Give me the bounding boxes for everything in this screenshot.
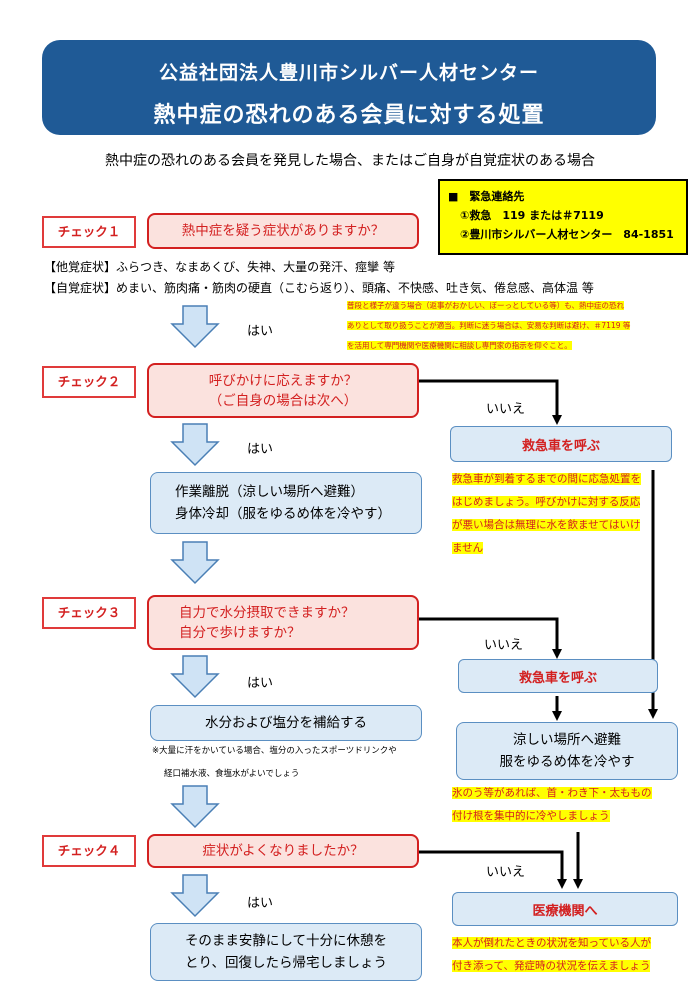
check1-question: 熱中症を疑う症状がありますか？ [147,213,419,249]
no-connector-4 [419,850,567,889]
down-arrow-icon [170,423,220,467]
check3-action-text: 水分および塩分を補給する [205,715,367,731]
medical-note-line: 本人が倒れたときの状況を知っている人が [452,937,651,949]
emergency-line-2: ②豊川市シルバー人材センター 84-1851 [460,228,674,241]
no-connector-2 [419,379,562,425]
check1-note-line: 普段と様子が違う場合（返事がおかしい、ぼーっとしている等）も、熱中症の恐れ [347,301,625,310]
check2-note-line: が悪い場合は無理に水を飲ませてはいけ [452,519,641,531]
emergency-line-1: ①救急 119 または＃7119 [460,209,604,222]
check3-question-line1: 自力で水分摂取できますか？ [179,604,355,621]
cool-down-line2: 服をゆるめ体を冷やす [499,754,635,770]
emergency-contact-box: ■ 緊急連絡先 ①救急 119 または＃7119 ②豊川市シルバー人材センター … [438,179,688,255]
cool-note-line: 付け根を集中的に冷やしましょう [452,810,610,822]
down-arrow-icon [170,305,220,349]
cool-down-line1: 涼しい場所へ避難 [513,732,621,748]
check2-label: チェック２ [42,366,136,398]
medical-note: 本人が倒れたときの状況を知っている人が 付き添って、発症時の状況を伝えましょう [452,932,651,978]
down-arrow-icon [170,541,220,585]
down-arrow-icon [170,655,220,699]
check1-note-line: ありとして取り扱うことが適当。判断に迷う場合は、安易な判断は避け、＃7119 等 [347,321,631,330]
check4-question: 症状がよくなりましたか？ [147,834,419,868]
check3-action-box: 水分および塩分を補給する [150,705,422,741]
check3-no: いいえ [484,638,524,653]
medical-note-line: 付き添って、発症時の状況を伝えましょう [452,960,651,972]
check2-ambulance-box: 救急車を呼ぶ [450,426,672,462]
check1-symptoms-self: 【自覚症状】めまい、筋肉痛・筋肉の硬直（こむら返り）、頭痛、不快感、吐き気、倦怠… [44,281,594,295]
check2-note-line: ません [452,542,484,554]
check4-no: いいえ [486,865,526,880]
check2-ambulance-note: 救急車が到着するまでの間に応急処置を はじめましょう。呼びかけに対する反応 が悪… [452,468,641,560]
check3-note-line2: 経口補水液、食塩水がよいでしょう [164,769,300,779]
check2-question: 呼びかけに応えますか？ （ご自身の場合は次へ） [147,363,419,418]
check2-yes: はい [247,442,274,457]
check2-action-line1: 作業離脱（涼しい場所へ避難） [175,484,364,500]
medical-box: 医療機関へ [452,892,678,926]
cool-down-box: 涼しい場所へ避難 服をゆるめ体を冷やす [456,722,678,780]
cool-down-note: 氷のう等があれば、首・わき下・太ももの 付け根を集中的に冷やしましょう [452,782,652,828]
cool-note-line: 氷のう等があれば、首・わき下・太ももの [452,787,652,799]
check1-symptoms-other: 【他覚症状】ふらつき、なまあくび、失神、大量の発汗、痙攣 等 [44,260,395,274]
check3-yes: はい [247,676,274,691]
check3-ambulance-text: 救急車を呼ぶ [518,670,597,686]
page-subtitle: 熱中症の恐れのある会員を発見した場合、またはご自身が自覚症状のある場合 [105,153,595,169]
check2-action-box: 作業離脱（涼しい場所へ避難） 身体冷却（服をゆるめ体を冷やす） [150,472,422,534]
check3-question: 自力で水分摂取できますか？ 自分で歩けますか？ [147,595,419,650]
check2-question-line2: （ご自身の場合は次へ） [208,392,358,409]
check3-label: チェック３ [42,597,136,629]
rest-line2: とり、回復したら帰宅しましょう [185,955,387,971]
check4-yes: はい [247,896,274,911]
check2-question-line1: 呼びかけに応えますか？ [208,372,358,389]
check2-ambulance-text: 救急車を呼ぶ [521,438,600,454]
down-arrow-icon [170,874,220,918]
medical-text: 医療機関へ [532,903,598,919]
emergency-title: ■ 緊急連絡先 [448,190,525,203]
check2-no: いいえ [486,402,526,417]
down-arrow-icon [170,785,220,829]
rest-box: そのまま安静にして十分に休憩を とり、回復したら帰宅しましょう [150,923,422,981]
page-header: 公益社団法人豊川市シルバー人材センター 熱中症の恐れのある会員に対する処置 [42,40,656,135]
check2-note-line: はじめましょう。呼びかけに対する反応 [452,496,641,508]
no-connector-3 [419,617,562,659]
check3-ambulance-box: 救急車を呼ぶ [458,659,658,693]
check3-note-line1: ※大量に汗をかいている場合、塩分の入ったスポーツドリンクや [152,746,397,756]
check2-note-line: 救急車が到着するまでの間に応急処置を [452,473,641,485]
rest-line1: そのまま安静にして十分に休憩を [184,933,388,949]
check4-label: チェック４ [42,835,136,867]
organization-name: 公益社団法人豊川市シルバー人材センター [158,62,539,84]
check1-note: 普段と様子が違う場合（返事がおかしい、ぼーっとしている等）も、熱中症の恐れ あり… [347,296,631,356]
page-title: 熱中症の恐れのある会員に対する処置 [153,103,545,128]
check4-question-text: 症状がよくなりましたか？ [202,843,364,859]
check1-label: チェック１ [42,216,136,248]
check2-action-line2: 身体冷却（服をゆるめ体を冷やす） [175,506,391,522]
check1-yes: はい [247,324,274,339]
check3-note: ※大量に汗をかいている場合、塩分の入ったスポーツドリンクや 経口補水液、食塩水が… [152,740,397,786]
check1-note-line: を活用して専門機関や医療機関に相談し専門家の指示を仰ぐこと。 [347,341,572,350]
check3-question-line2: 自分で歩けますか？ [179,624,301,641]
check1-question-text: 熱中症を疑う症状がありますか？ [181,223,385,239]
